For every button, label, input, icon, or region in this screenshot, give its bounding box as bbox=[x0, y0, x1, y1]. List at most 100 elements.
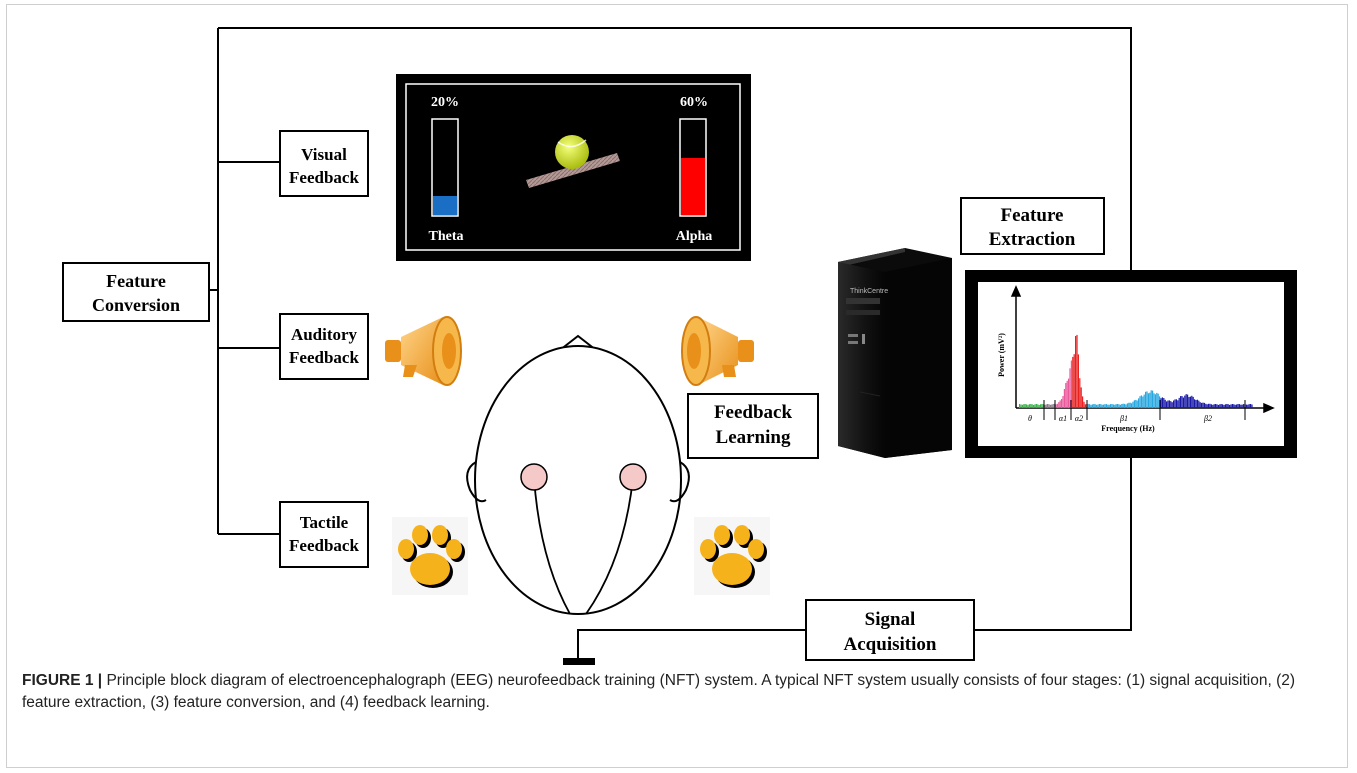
auditory-feedback-line2: Feedback bbox=[289, 348, 359, 367]
spectrum-bar bbox=[1028, 404, 1030, 408]
spectrum-bar bbox=[1231, 404, 1233, 408]
paw-left-icon bbox=[392, 517, 468, 595]
spectrum-bar bbox=[1192, 396, 1194, 408]
tactile-feedback-box: Tactile Feedback bbox=[279, 501, 369, 568]
caption-text: Principle block diagram of electroenceph… bbox=[22, 672, 1296, 711]
spectrum-bar bbox=[1118, 404, 1120, 408]
caption-label: FIGURE 1 | bbox=[22, 672, 103, 689]
spectrum-bar bbox=[1195, 400, 1197, 408]
spectrum-bar bbox=[1080, 387, 1082, 408]
spectrum-bar bbox=[1205, 403, 1207, 408]
computer-tower-icon: ThinkCentre bbox=[838, 248, 952, 458]
feature-extraction-line1: Feature bbox=[1001, 205, 1064, 226]
spectrum-bar bbox=[1206, 404, 1208, 408]
auditory-feedback-box: Auditory Feedback bbox=[279, 313, 369, 380]
spectrum-bar bbox=[1135, 399, 1137, 408]
spectrum-bar bbox=[1021, 404, 1023, 408]
spectrum-bar bbox=[1152, 390, 1154, 408]
signal-acquisition-box: Signal Acquisition bbox=[805, 599, 975, 661]
theta-bar-fill bbox=[433, 196, 457, 215]
spectrum-bar bbox=[1143, 394, 1145, 408]
spectrum-bar bbox=[1112, 404, 1114, 408]
spectrum-bar bbox=[1040, 404, 1042, 408]
speaker-left-icon bbox=[385, 316, 462, 386]
theta-bar-outline bbox=[431, 118, 459, 217]
figure-caption: FIGURE 1 | Principle block diagram of el… bbox=[22, 670, 1332, 714]
spectrum-bar bbox=[1104, 404, 1106, 408]
spectrum-bar bbox=[1027, 404, 1029, 408]
left-electrode bbox=[520, 463, 548, 491]
alpha-bar-outline bbox=[679, 118, 707, 217]
spectrum-bar bbox=[1082, 396, 1084, 408]
spectrum-bar bbox=[1149, 392, 1151, 408]
spectrum-bar bbox=[1245, 404, 1247, 408]
spectrum-bar bbox=[1075, 336, 1077, 408]
spectrum-bar bbox=[1215, 404, 1217, 408]
spectrum-bar bbox=[1182, 397, 1184, 408]
spectrum-bar bbox=[1234, 404, 1236, 408]
spectrum-bar bbox=[1131, 403, 1133, 408]
spectrum-bar bbox=[1097, 404, 1099, 408]
spectrum-bar bbox=[1076, 334, 1078, 408]
spectrum-bar bbox=[1098, 404, 1100, 408]
spectrum-xlabel: Frequency (Hz) bbox=[1101, 424, 1155, 433]
visual-feedback-line1: Visual bbox=[301, 145, 347, 164]
spectrum-bar bbox=[1068, 378, 1070, 408]
spectrum-bar bbox=[1160, 398, 1162, 408]
tactile-feedback-line1: Tactile bbox=[300, 513, 349, 532]
spectrum-bar bbox=[1066, 380, 1068, 408]
band-theta: θ bbox=[1028, 414, 1032, 423]
spectrum-bar bbox=[1087, 403, 1089, 408]
spectrum-bar bbox=[1247, 404, 1249, 408]
spectrum-bar bbox=[1157, 393, 1159, 408]
spectrum-bar bbox=[1164, 399, 1166, 408]
spectrum-bar bbox=[1024, 404, 1026, 408]
spectrum-bar bbox=[1173, 400, 1175, 408]
spectrum-bar bbox=[1125, 404, 1127, 408]
spectrum-bar bbox=[1156, 392, 1158, 408]
spectrum-bar bbox=[1031, 404, 1033, 408]
spectrum-bar bbox=[1178, 397, 1180, 408]
spectrum-bar bbox=[1161, 397, 1163, 408]
spectrum-bar bbox=[1170, 401, 1172, 408]
spectrum-bar bbox=[1122, 403, 1124, 408]
theta-label: Theta bbox=[429, 229, 464, 244]
feedback-learning-line1: Feedback bbox=[714, 402, 793, 423]
signal-acquisition-line1: Signal bbox=[865, 609, 916, 630]
spectrum-bar bbox=[1238, 404, 1240, 408]
spectrum-bar bbox=[1132, 401, 1134, 408]
spectrum-bar bbox=[1139, 396, 1141, 408]
spectrum-bar bbox=[1212, 404, 1214, 408]
spectrum-bar bbox=[1020, 404, 1022, 408]
spectrum-bar bbox=[1154, 394, 1156, 408]
spectrum-bar bbox=[1146, 391, 1148, 408]
spectrum-bar bbox=[1041, 404, 1043, 408]
spectrum-bar bbox=[1108, 404, 1110, 408]
spectrum-bar bbox=[1084, 404, 1086, 408]
feature-extraction-line2: Extraction bbox=[989, 229, 1076, 250]
spectrum-bar bbox=[1220, 404, 1222, 408]
spectrum-bar bbox=[1201, 402, 1203, 408]
balance-plate bbox=[526, 153, 620, 188]
spectrum-bar bbox=[1121, 404, 1123, 408]
spectrum-bar bbox=[1189, 396, 1191, 408]
spectrum-bar bbox=[1055, 404, 1057, 408]
spectrum-bar bbox=[1145, 391, 1147, 408]
spectrum-bar bbox=[1199, 402, 1201, 408]
spectrum-bar bbox=[1023, 404, 1025, 408]
spectrum-bar bbox=[1210, 404, 1212, 408]
spectrum-bar bbox=[1079, 378, 1081, 408]
spectrum-bar bbox=[1126, 403, 1128, 408]
spectrum-bar bbox=[1240, 404, 1242, 408]
tennis-ball bbox=[555, 135, 589, 169]
spectrum-bar bbox=[1094, 404, 1096, 408]
spectrum-bar bbox=[1217, 404, 1219, 408]
spectrum-bar bbox=[1187, 394, 1189, 408]
eeg-connector bbox=[563, 658, 595, 665]
spectrum-bar bbox=[1216, 404, 1218, 408]
spectrum-bar bbox=[1209, 403, 1211, 408]
spectrum-bar bbox=[1171, 402, 1173, 408]
spectrum-bar bbox=[1083, 401, 1085, 408]
spectrum-bar bbox=[1058, 402, 1060, 408]
spectrum-bar bbox=[1101, 404, 1103, 408]
